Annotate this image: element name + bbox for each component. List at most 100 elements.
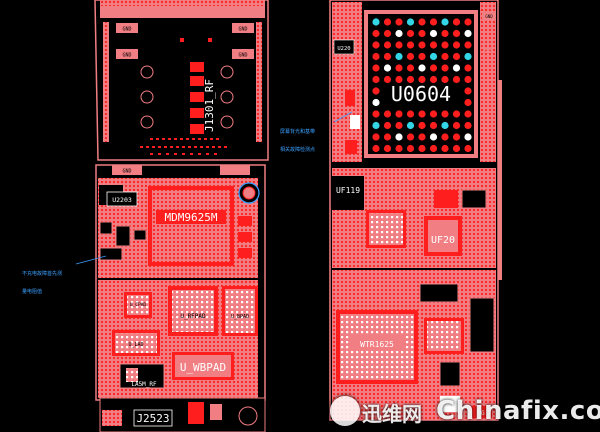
cpu-ball xyxy=(383,133,392,141)
wtr1625-label: WTR1625 xyxy=(360,340,394,349)
left-annotation-line-1: 不充电故障首先测 xyxy=(22,271,63,277)
cpu-ball xyxy=(464,52,472,61)
cpu-ball xyxy=(383,52,392,61)
uf20-label: UF20 xyxy=(431,235,455,246)
right-annotation-line-2: 相关故障检测点 xyxy=(280,147,316,153)
u-lower-chips: U_RFPAD U_BPAD U_CPAD U_LAD U_WBPAD xyxy=(112,286,258,380)
cpu-ball xyxy=(383,121,392,130)
cpu-ball xyxy=(429,64,438,72)
cpu-ball xyxy=(418,29,426,38)
cpu-ball xyxy=(372,110,380,118)
mdm9625m-label: MDM9625M xyxy=(165,211,218,224)
cpu-ball xyxy=(418,75,426,84)
cpu-ball xyxy=(452,144,461,153)
cpu-ball xyxy=(464,144,472,153)
cpu-ball xyxy=(429,29,438,38)
cpu-ball xyxy=(395,110,403,118)
u2203-label: U2203 xyxy=(112,196,132,204)
cpu-ball xyxy=(372,52,380,61)
cpu-ball xyxy=(429,144,438,153)
right-annotation: 屏幕背光和基带 相关故障检测点 xyxy=(280,117,315,165)
cpu-ball xyxy=(418,41,426,49)
left-annotation: 不充电故障首先测 量电阻值 xyxy=(22,259,62,307)
cpu-ball xyxy=(429,133,438,141)
cpu-ball xyxy=(418,133,426,141)
cpu-ball xyxy=(464,64,472,72)
cpu-ball xyxy=(395,41,403,49)
cpu-ball xyxy=(372,29,380,38)
cpu-ball xyxy=(452,133,461,141)
cpu-ball xyxy=(383,29,392,38)
cpu-ball xyxy=(395,18,403,26)
cpu-ball xyxy=(464,98,472,107)
cpu-ball xyxy=(452,110,461,118)
u0604-cpu: U0604 xyxy=(364,10,478,158)
cpu-ball xyxy=(429,18,438,26)
cpu-ball xyxy=(418,121,426,130)
cpu-ball xyxy=(452,18,461,26)
cpu-ball xyxy=(395,75,403,84)
cpu-ball xyxy=(464,41,472,49)
cpu-ball xyxy=(429,75,438,84)
u-lad-label: U_LAD xyxy=(128,342,143,348)
uf119-label: UF119 xyxy=(336,186,360,195)
watermark-site-text: Chinafix.com xyxy=(436,396,600,426)
cpu-ball xyxy=(441,18,449,26)
cpu-ball xyxy=(372,98,380,107)
cpu-ball xyxy=(372,64,380,72)
cpu-ball xyxy=(383,144,392,153)
cpu-ball xyxy=(406,75,415,84)
cpu-ball xyxy=(441,110,449,118)
cpu-ball xyxy=(372,75,380,84)
cpu-ball xyxy=(441,41,449,49)
cpu-ball xyxy=(383,18,392,26)
mdm9625m-chip: MDM9625M xyxy=(148,186,234,266)
u-cpad-label: U_CPAD xyxy=(130,302,147,308)
u0604-label: U0604 xyxy=(391,82,451,106)
gnd-right-label: GND xyxy=(485,14,493,19)
watermark-logo-text: 迅维网 xyxy=(362,402,422,426)
cpu-ball xyxy=(406,133,415,141)
cpu-ball xyxy=(452,29,461,38)
cpu-ball xyxy=(429,121,438,130)
cpu-ball xyxy=(464,133,472,141)
cpu-ball xyxy=(395,144,403,153)
la5m-rf-label: LA5M_RF xyxy=(131,381,157,388)
cpu-ball xyxy=(406,52,415,61)
gnd-label-1: GND xyxy=(122,27,131,33)
u-bpad-label: U_BPAD xyxy=(231,314,249,320)
cpu-ball xyxy=(464,121,472,130)
cpu-ball xyxy=(406,18,415,26)
cpu-ball xyxy=(418,52,426,61)
cpu-ball xyxy=(441,64,449,72)
cpu-ball xyxy=(406,29,415,38)
gnd-label-4: GND xyxy=(238,53,247,59)
watermark-logo-icon xyxy=(330,396,360,426)
cpu-ball xyxy=(372,121,380,130)
left-annotation-leader xyxy=(75,255,107,265)
j1301-rf-connector: J1301_RF xyxy=(180,38,216,134)
cpu-ball xyxy=(441,52,449,61)
cpu-ball xyxy=(372,144,380,153)
cpu-ball xyxy=(406,144,415,153)
cpu-ball xyxy=(464,18,472,26)
cpu-ball xyxy=(383,64,392,72)
bottom-screw-icon xyxy=(238,406,258,426)
left-annotation-line-2: 量电阻值 xyxy=(22,289,43,295)
cpu-ball xyxy=(441,144,449,153)
cpu-ball xyxy=(418,144,426,153)
cpu-ball xyxy=(464,87,472,95)
cpu-ball xyxy=(464,29,472,38)
u-rfpad-label: U_RFPAD xyxy=(180,313,206,320)
j2523-label: J2523 xyxy=(136,412,169,425)
cpu-ball xyxy=(429,110,438,118)
cpu-ball xyxy=(452,64,461,72)
right-annotation-leader xyxy=(333,111,353,123)
cpu-ball xyxy=(383,75,392,84)
cpu-ball xyxy=(395,29,403,38)
cpu-ball xyxy=(395,64,403,72)
u220-label: U220 xyxy=(337,46,350,52)
right-board: U220 GND U0604 UF119 xyxy=(329,0,502,421)
